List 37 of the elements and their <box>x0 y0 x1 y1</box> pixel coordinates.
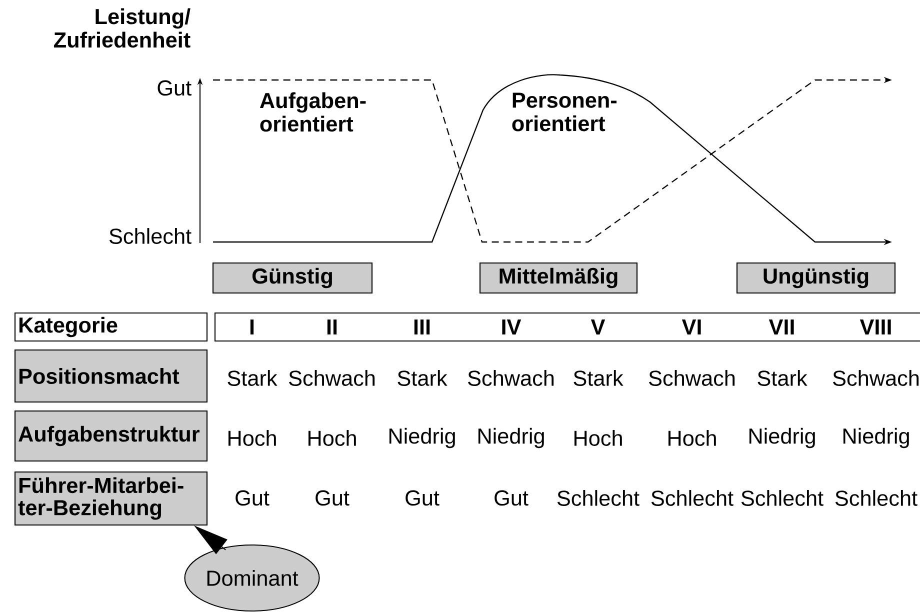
cell-value: Stark <box>398 370 448 386</box>
curve-label: Personen- orientiert <box>512 92 617 132</box>
cell-value: Gut <box>406 490 440 506</box>
cell-value: Stark <box>574 370 624 386</box>
axis-label: Gut <box>158 80 192 96</box>
row-header-box: Kategorie <box>14 312 208 342</box>
cell-value: Gut <box>316 490 350 506</box>
cell-value: Niedrig <box>843 428 909 448</box>
cell-value: Hoch <box>228 430 276 446</box>
axis-title: Leistung/ Zufriedenheit <box>54 8 190 48</box>
cell-value: Niedrig <box>749 428 815 448</box>
cell-value: Hoch <box>668 430 716 446</box>
cell-value: Schwach <box>289 370 375 386</box>
axis-label: Schlecht <box>109 228 192 244</box>
cell-value: Stark <box>228 370 278 386</box>
cell-value: Schlecht <box>835 490 918 506</box>
cell-value: Schwach <box>833 370 919 386</box>
category-box: Mittelmäßig <box>479 262 638 294</box>
row-header-box: Führer-Mitarbei- ter-Beziehung <box>14 471 208 526</box>
cell-value: Niedrig <box>389 428 455 448</box>
cell-value: Niedrig <box>478 428 544 448</box>
cell-value: Gut <box>236 490 270 506</box>
cell-value: Schwach <box>649 370 735 386</box>
cell-value: Schlecht <box>651 490 734 506</box>
category-strip: I II III IV V VI VII VIII <box>214 312 920 342</box>
cell-value: Stark <box>758 370 808 386</box>
cell-value: Schlecht <box>741 490 824 506</box>
curve-label: Aufgaben- orientiert <box>260 92 366 132</box>
cell-value: Schlecht <box>557 490 640 506</box>
row-header-box: Aufgabenstruktur <box>14 410 208 462</box>
cell-value: Gut <box>494 490 528 506</box>
cell-value: Hoch <box>574 430 622 446</box>
cell-value: Schwach <box>468 370 554 386</box>
category-box: Günstig <box>212 262 373 294</box>
row-header-box: Positionsmacht <box>14 349 208 403</box>
cell-value: Hoch <box>308 430 356 446</box>
category-box: Ungünstig <box>736 262 896 294</box>
